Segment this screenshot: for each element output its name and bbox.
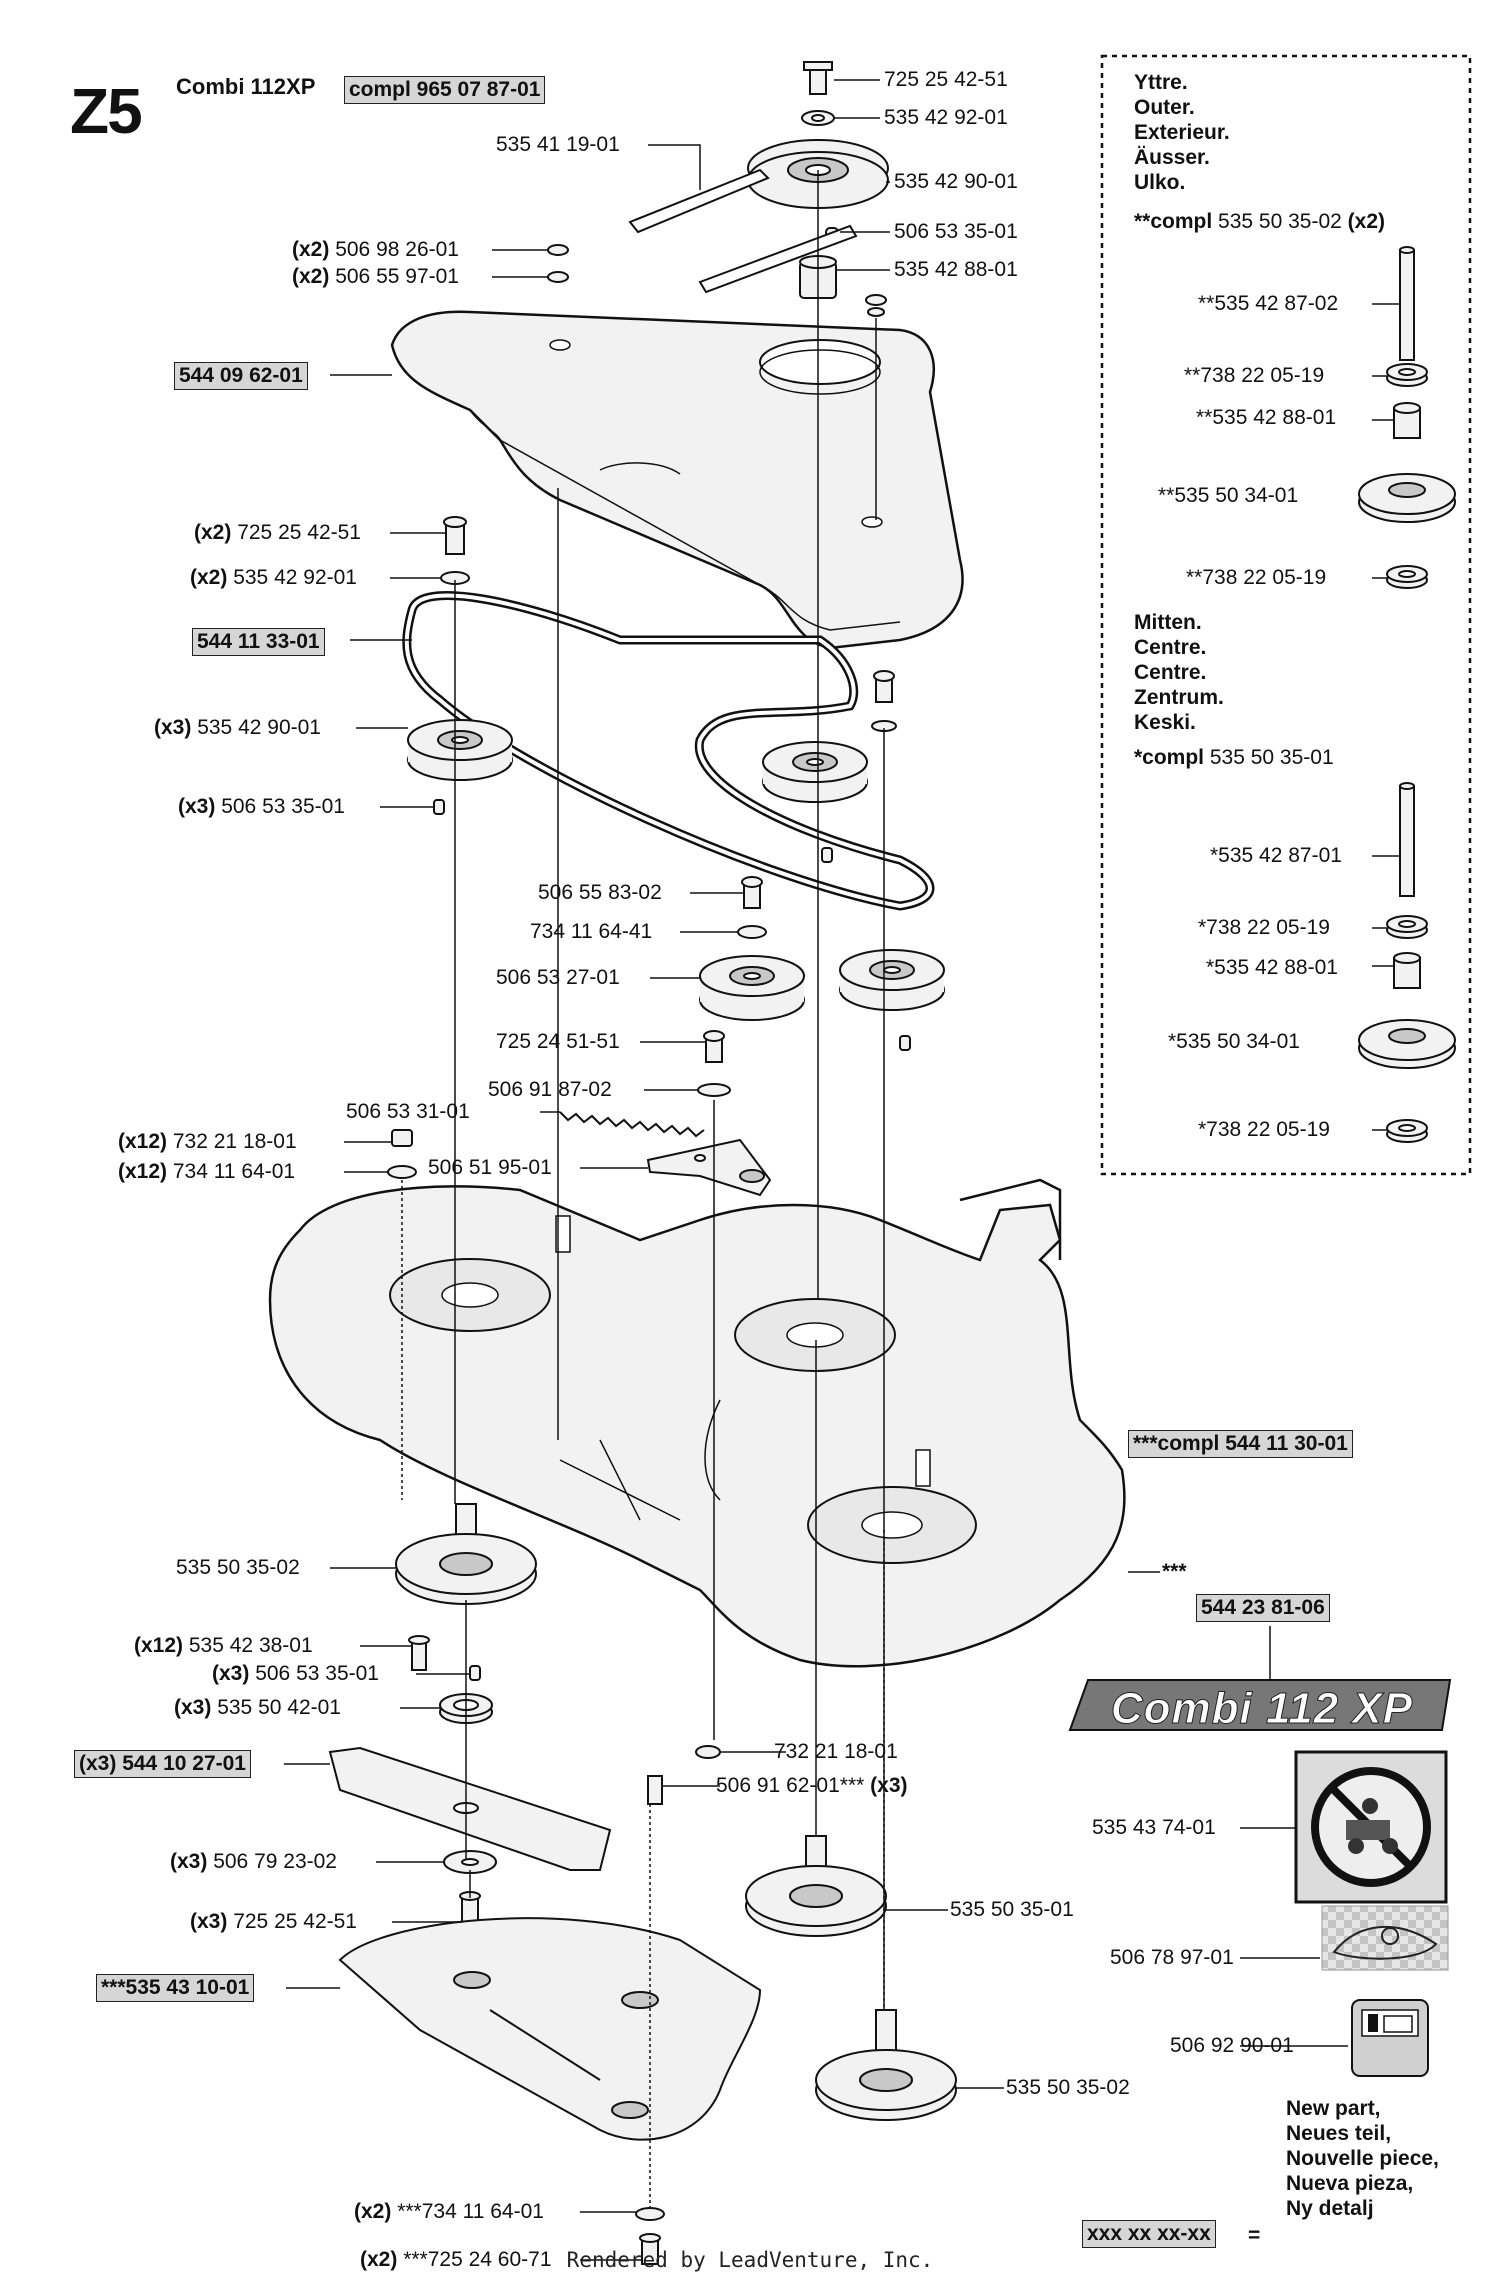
belt-cover-part <box>390 310 964 650</box>
legend-outer-compl[interactable]: **compl 535 50 35-02 (x2) <box>1134 210 1386 233</box>
callout-arm-washer[interactable]: 506 91 87-02 <box>488 1078 612 1101</box>
alignment-lines <box>401 170 885 2210</box>
legend-middle-item[interactable]: *535 42 87-01 <box>1210 844 1342 867</box>
legend-outer-parts <box>1358 246 1456 589</box>
top-belt-strips <box>628 168 858 294</box>
callout-blade-bolt[interactable]: (x3) 725 25 42-51 <box>190 1910 357 1933</box>
ce-manual-decal-icon <box>1351 1999 1429 2077</box>
lower-nut-part <box>647 1745 721 1805</box>
callout-top-bolt[interactable]: 725 25 42-51 <box>884 68 1008 91</box>
legend-outer-item[interactable]: **535 42 88-01 <box>1196 406 1337 429</box>
callout-deck-nut[interactable]: (x12) 732 21 18-01 <box>118 1130 297 1153</box>
compl-part-box[interactable]: compl 965 07 87-01 <box>344 76 546 104</box>
legend-middle-compl[interactable]: *compl 535 50 35-01 <box>1134 746 1334 769</box>
callout-top-pulley[interactable]: 535 42 90-01 <box>894 170 1018 193</box>
decal-part-box[interactable]: 544 23 81-06 <box>1196 1594 1330 1622</box>
callout-spindle-right[interactable]: 535 50 35-02 <box>1006 2076 1130 2099</box>
new-part-placeholder-box: xxx xx xx-xx <box>1082 2220 1216 2248</box>
footer-credit: Rendered by LeadVenture, Inc. <box>566 2248 934 2272</box>
cover-screws <box>547 244 887 317</box>
mower-deck-part <box>268 1178 1126 1668</box>
left-pulley-part <box>407 719 513 815</box>
tension-arm-part <box>646 1030 772 1197</box>
callout-cover-screw[interactable]: (x2) 506 98 26-01 <box>292 238 459 261</box>
callout-spindle-bolt[interactable]: (x12) 535 42 38-01 <box>134 1634 313 1657</box>
legend-middle-item[interactable]: *535 42 88-01 <box>1206 956 1338 979</box>
legend-middle-item[interactable]: *738 22 05-19 <box>1198 1118 1330 1141</box>
blade-part-box[interactable]: (x3) 544 10 27-01 <box>74 1750 251 1778</box>
callout-warning-decal[interactable]: 535 43 74-01 <box>1092 1816 1216 1839</box>
callout-top-belt[interactable]: 535 41 19-01 <box>496 133 620 156</box>
callout-spindle-center[interactable]: 535 50 35-01 <box>950 1898 1074 1921</box>
callout-blade-washer[interactable]: (x3) 506 79 23-02 <box>170 1850 337 1873</box>
logo-decal-part <box>1068 1679 1452 1731</box>
lower-assembly <box>328 1503 957 2265</box>
deck-compl-box[interactable]: ***compl 544 11 30-01 <box>1128 1430 1353 1458</box>
warning-decal-icon <box>1294 1750 1448 1904</box>
callout-guard-bolt[interactable]: (x2) ***725 24 60-71 <box>360 2248 552 2271</box>
callout-lower-spacer[interactable]: 506 91 62-01*** (x3) <box>716 1774 908 1797</box>
belt-routing-decal-icon <box>1321 1905 1449 1971</box>
callout-belt-decal[interactable]: 506 78 97-01 <box>1110 1946 1234 1969</box>
callout-top-spacer[interactable]: 535 42 88-01 <box>894 258 1018 281</box>
callout-pulley-key[interactable]: (x3) 506 53 35-01 <box>178 795 345 818</box>
cover-part-box[interactable]: 544 09 62-01 <box>174 362 308 390</box>
idler-bolt-part <box>440 516 897 732</box>
belt-part-box[interactable]: 544 11 33-01 <box>192 628 325 656</box>
callout-spindle-bearing[interactable]: (x3) 535 50 42-01 <box>174 1696 341 1719</box>
callout-deck-washer[interactable]: (x12) 734 11 64-01 <box>118 1160 296 1183</box>
left-spindle-part <box>395 1503 537 1605</box>
callout-tension-washer[interactable]: 734 11 64-41 <box>530 920 653 943</box>
legend-outer-words: Yttre. Outer. Exterieur. Äusser. Ulko. <box>1134 71 1230 194</box>
callout-top-washer[interactable]: 535 42 92-01 <box>884 106 1008 129</box>
new-part-equals: = <box>1248 2224 1261 2247</box>
figure-code: Z5 <box>70 75 143 147</box>
callout-arm-bolt[interactable]: 725 24 51-51 <box>496 1030 620 1053</box>
legend-outer-item[interactable]: **535 42 87-02 <box>1198 292 1339 315</box>
legend-middle-item[interactable]: *738 22 05-19 <box>1198 916 1330 939</box>
callout-lower-nut[interactable]: 732 21 18-01 <box>774 1740 898 1763</box>
model-name: Combi 112XP <box>176 74 316 99</box>
tension-pulley-part <box>699 876 805 1021</box>
callout-guard-washer[interactable]: (x2) ***734 11 64-01 <box>354 2200 544 2223</box>
legend-leaders <box>1359 303 1400 1131</box>
pulleys <box>407 719 945 1197</box>
deck-star-marker: *** <box>1162 1560 1187 1583</box>
new-part-text: New part, Neues teil, Nouvelle piece, Nu… <box>1286 2097 1439 2220</box>
callout-tension-pulley[interactable]: 506 53 27-01 <box>496 966 620 989</box>
center-pulley-part <box>762 741 868 863</box>
callout-pulley[interactable]: (x3) 535 42 90-01 <box>154 716 321 739</box>
legend-outer-item[interactable]: **738 22 05-19 <box>1184 364 1325 387</box>
logo-decal-text: Combi 112 XP <box>1110 1684 1414 1734</box>
callout-spindle-key[interactable]: (x3) 506 53 35-01 <box>212 1662 379 1685</box>
legend-middle-item[interactable]: *535 50 34-01 <box>1168 1030 1300 1053</box>
right-pulley-part <box>839 949 945 1051</box>
legend-middle-parts <box>1358 782 1456 1143</box>
callout-idler-bolt[interactable]: (x2) 725 25 42-51 <box>194 521 361 544</box>
callout-idler-washer[interactable]: (x2) 535 42 92-01 <box>190 566 357 589</box>
callout-spring[interactable]: 506 53 31-01 <box>346 1100 470 1123</box>
callout-spindle-left[interactable]: 535 50 35-02 <box>176 1556 300 1579</box>
leader-lines <box>284 79 1348 2261</box>
right-spindle-part <box>815 2009 957 2121</box>
callout-ce-decal[interactable]: 506 92 90-01 <box>1170 2034 1294 2057</box>
legend-middle-words: Mitten. Centre. Centre. Zentrum. Keski. <box>1134 611 1224 734</box>
spring-part <box>559 1111 705 1138</box>
legend-outer-item[interactable]: **738 22 05-19 <box>1186 566 1327 589</box>
callout-cover-washer[interactable]: (x2) 506 55 97-01 <box>292 265 459 288</box>
guard-part-box[interactable]: ***535 43 10-01 <box>96 1974 255 2002</box>
guard-part <box>338 1917 762 2141</box>
deck-nut-part <box>387 1129 417 1179</box>
center-spindle-part <box>745 1835 887 1937</box>
callout-top-key[interactable]: 506 53 35-01 <box>894 220 1018 243</box>
legend-outer-item[interactable]: **535 50 34-01 <box>1158 484 1299 507</box>
legend-box <box>1100 54 1472 1176</box>
callout-tension-bolt[interactable]: 506 55 83-02 <box>538 881 662 904</box>
callout-arm[interactable]: 506 51 95-01 <box>428 1156 552 1179</box>
